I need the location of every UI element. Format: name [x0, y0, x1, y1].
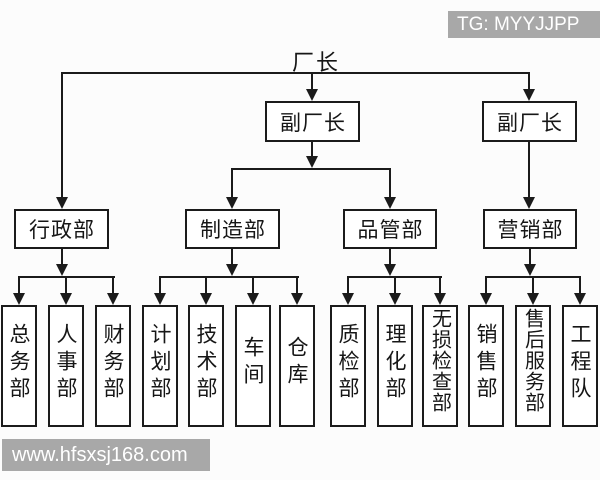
arrowhead-down-icon [200, 293, 212, 305]
node-warehouse: 仓库 [279, 305, 315, 427]
node-workshop: 车间 [235, 305, 271, 427]
arrowhead-down-icon [291, 293, 303, 305]
connector-deputy2-marketing [528, 142, 530, 198]
node-label: 无损检查部 [428, 308, 451, 413]
node-label: 售后服务部 [521, 308, 544, 413]
node-deputy-director-2: 副厂长 [482, 101, 577, 142]
connector-admin-child2 [65, 278, 67, 294]
arrowhead-down-icon [527, 293, 539, 305]
node-label: 质检部 [336, 322, 360, 404]
connector-admin-child3 [112, 278, 114, 294]
node-quality-inspection: 质检部 [330, 305, 366, 427]
connector-quality-child2 [394, 278, 396, 294]
arrowhead-down-icon [524, 264, 536, 276]
node-manufacturing-dept: 制造部 [185, 209, 280, 249]
node-label: 总务部 [7, 322, 31, 404]
connector-manufacturing-child4 [296, 278, 298, 294]
arrowhead-down-icon [56, 197, 68, 209]
node-label: 营销部 [497, 218, 564, 242]
node-nondestructive-testing: 无损检查部 [422, 305, 458, 427]
arrowhead-down-icon [574, 293, 586, 305]
connector-marketing-child3 [579, 278, 581, 294]
node-label: 工程队 [568, 322, 592, 404]
node-after-sales-service: 售后服务部 [515, 305, 551, 427]
node-label: 制造部 [200, 218, 266, 242]
arrowhead-down-icon [434, 293, 446, 305]
node-label: 品管部 [357, 218, 424, 242]
watermark-top-right: TG: MYYJJPP [448, 11, 600, 38]
arrowhead-down-icon [306, 156, 318, 168]
node-label: 行政部 [29, 218, 95, 242]
node-hr: 人事部 [48, 305, 84, 427]
connector-manufacturing-out [231, 249, 233, 264]
node-label: 计划部 [148, 322, 172, 404]
connector-marketing-child2 [532, 278, 534, 294]
connector-admin-out [61, 249, 63, 264]
connector-admin-child1 [18, 278, 20, 294]
connector-deputy1-hline [231, 168, 391, 170]
node-label: 人事部 [54, 322, 78, 404]
connector-deputy1-quality [389, 168, 391, 198]
node-marketing-dept: 营销部 [483, 209, 577, 249]
connector-root-deputy-right [528, 72, 530, 90]
node-label: 技术部 [194, 322, 218, 404]
arrowhead-down-icon [107, 293, 119, 305]
node-technology: 技术部 [188, 305, 224, 427]
node-admin-dept: 行政部 [14, 209, 109, 249]
arrowhead-down-icon [60, 293, 72, 305]
connector-manufacturing-child1 [159, 278, 161, 294]
connector-deputy1-out [311, 142, 313, 157]
arrowhead-down-icon [56, 264, 68, 276]
node-engineering-team: 工程队 [562, 305, 598, 427]
node-label: 车间 [241, 336, 265, 390]
node-deputy-director-1: 副厂长 [265, 101, 360, 142]
node-factory-director: 厂长 [291, 50, 340, 75]
arrowhead-down-icon [480, 293, 492, 305]
node-label: 副厂长 [497, 110, 563, 135]
node-quality-dept: 品管部 [343, 209, 437, 249]
arrowhead-down-icon [384, 264, 396, 276]
connector-quality-out [389, 249, 391, 264]
connector-quality-child3 [439, 278, 441, 294]
arrowhead-down-icon [154, 293, 166, 305]
connector-marketing-out [529, 249, 531, 264]
connector-quality-child1 [347, 278, 349, 294]
node-planning: 计划部 [142, 305, 178, 427]
node-label: 财务部 [101, 322, 125, 404]
connector-root-admin [61, 72, 63, 198]
arrowhead-down-icon [226, 264, 238, 276]
connector-admin-hline [18, 276, 115, 278]
node-sales: 销售部 [468, 305, 504, 427]
node-general-affairs: 总务部 [1, 305, 37, 427]
node-label: 销售部 [474, 322, 498, 404]
connector-marketing-child1 [485, 278, 487, 294]
connector-quality-hline [347, 276, 442, 278]
node-label: 理化部 [383, 322, 407, 404]
connector-top-hline [61, 72, 530, 74]
arrowhead-down-icon [523, 197, 535, 209]
arrowhead-down-icon [13, 293, 25, 305]
node-physical-chemistry: 理化部 [377, 305, 413, 427]
connector-manufacturing-child3 [252, 278, 254, 294]
arrowhead-down-icon [523, 89, 535, 101]
arrowhead-down-icon [342, 293, 354, 305]
arrowhead-down-icon [247, 293, 259, 305]
arrowhead-down-icon [384, 197, 396, 209]
watermark-bottom-left: www.hfsxsj168.com [2, 439, 210, 471]
node-label: 副厂长 [280, 110, 346, 135]
arrowhead-down-icon [226, 197, 238, 209]
connector-deputy1-manufacturing [231, 168, 233, 198]
arrowhead-down-icon [306, 89, 318, 101]
node-label: 仓库 [285, 336, 309, 390]
connector-manufacturing-hline [159, 276, 299, 278]
connector-manufacturing-child2 [205, 278, 207, 294]
arrowhead-down-icon [389, 293, 401, 305]
connector-root-deputy-left [311, 72, 313, 90]
node-finance: 财务部 [95, 305, 131, 427]
connector-marketing-hline [485, 276, 581, 278]
